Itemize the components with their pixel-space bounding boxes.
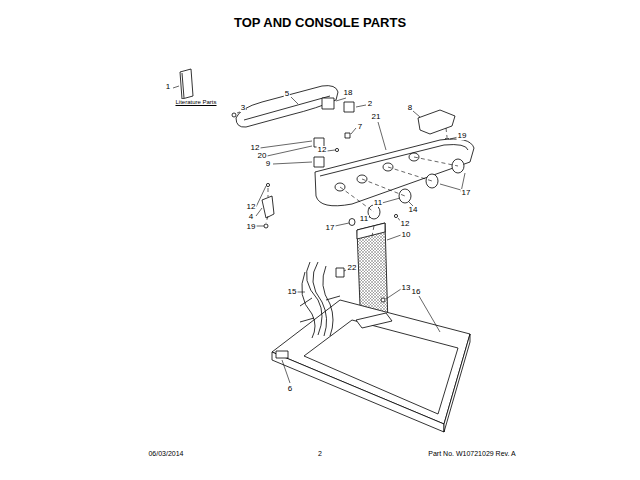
- callout-number: 19: [457, 132, 468, 140]
- callout-number: 6: [287, 385, 293, 393]
- book-spine: [182, 73, 184, 98]
- callout-number: 12: [246, 203, 257, 211]
- part-note: Literature Parts: [175, 99, 216, 105]
- callout-number: 17: [461, 189, 472, 197]
- panel-edge: [320, 145, 468, 176]
- bracket: [262, 196, 274, 218]
- footer-date: 06/03/2014: [148, 450, 183, 457]
- callout-number: 17: [325, 224, 336, 232]
- page-number: 2: [318, 450, 322, 457]
- console-bracket: [418, 110, 455, 134]
- callout-number: 14: [408, 206, 419, 214]
- switch: [344, 102, 354, 112]
- callout-number: 1: [165, 83, 171, 91]
- wire-tie: [381, 298, 385, 302]
- callout-number: 15: [287, 288, 298, 296]
- knob: [426, 174, 438, 188]
- screw: [394, 214, 397, 217]
- callout-number: 7: [357, 123, 363, 131]
- callout-number: 4: [248, 213, 254, 221]
- callout-number: 5: [284, 90, 290, 98]
- callout-number: 2: [367, 100, 373, 108]
- callout-number: 20: [257, 152, 268, 160]
- callout-number: 22: [347, 264, 358, 272]
- callout-number: 12: [317, 146, 328, 154]
- terminal-block: [336, 268, 344, 277]
- literature-book: [180, 69, 193, 99]
- screw: [335, 148, 338, 151]
- screw: [232, 113, 236, 117]
- callout-number: 11: [359, 215, 369, 223]
- screw: [266, 183, 269, 186]
- cover-edge: [244, 96, 330, 120]
- callout-number: 9: [265, 160, 271, 168]
- screw: [264, 224, 268, 228]
- part-number: Part No. W10721029 Rev. A: [428, 450, 515, 457]
- switch: [314, 157, 324, 167]
- console-panel: [315, 139, 474, 206]
- switch: [322, 98, 334, 109]
- callout-number: 12: [400, 220, 411, 228]
- callout-number: 3: [240, 104, 246, 112]
- callout-number: 11: [373, 199, 383, 207]
- callout-number: 21: [371, 113, 382, 121]
- callout-number: 16: [411, 288, 422, 296]
- callout-number: 18: [343, 89, 354, 97]
- callout-number: 19: [246, 223, 257, 231]
- top-panel: [272, 300, 470, 424]
- clip: [345, 133, 350, 138]
- console-cover: [236, 86, 338, 127]
- lid-outline: [304, 320, 458, 414]
- knob-spring: [349, 219, 355, 226]
- leader-lines: [173, 86, 465, 383]
- knob: [399, 189, 411, 203]
- wire-harness: [300, 262, 340, 338]
- callout-number: 8: [407, 104, 413, 112]
- explode-lines: [266, 128, 458, 236]
- lint-screen-handle: [357, 223, 385, 239]
- page-title: TOP AND CONSOLE PARTS: [234, 16, 406, 29]
- lint-opening: [356, 313, 392, 328]
- callout-number: 10: [401, 231, 412, 239]
- foot: [276, 351, 288, 358]
- callout-number: 12: [250, 144, 261, 152]
